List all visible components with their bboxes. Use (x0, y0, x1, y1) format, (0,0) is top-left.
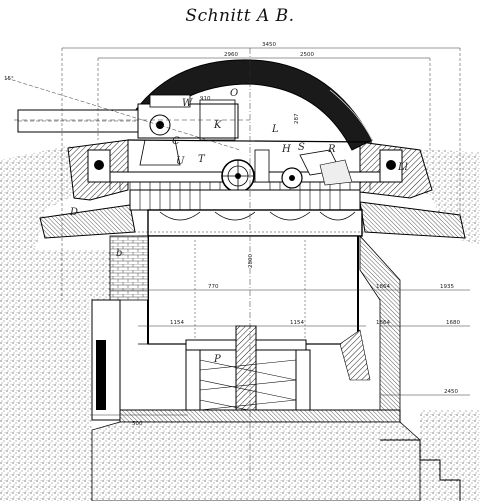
letter-K: K (213, 120, 222, 131)
handwheel (221, 149, 353, 225)
letter-R: R (327, 144, 336, 155)
dim-ring-left: 1154 (170, 320, 184, 326)
dim-top-right: 2500 (300, 52, 314, 58)
dimension-lines (5, 47, 470, 480)
letter-b: b (116, 248, 122, 259)
dim-base-500: 500 (132, 421, 143, 427)
drawing-title: Schnitt A B. (185, 6, 295, 26)
dim-inner-770: 770 (208, 284, 219, 290)
letter-C: C (172, 136, 180, 147)
dim-center-vert: 2800 (248, 254, 254, 268)
foundation (91, 299, 461, 501)
letter-Ll: Ll (397, 162, 408, 173)
dim-right-b: 1680 (446, 320, 460, 326)
letter-L: L (271, 124, 279, 135)
dim-mid-right: 1864 (376, 320, 390, 326)
dim-right-a: 1935 (440, 284, 454, 290)
dim-gun-910: 910 (200, 96, 211, 102)
dim-right-c: 2450 (444, 389, 458, 395)
letter-T: T (198, 154, 206, 165)
dimension-labels: 3450 2960 2500 1154 1154 2800 770 1864 1… (4, 42, 460, 427)
ring-girder (129, 189, 363, 237)
letter-U: U (176, 156, 185, 167)
letter-O: O (230, 88, 238, 99)
dim-gun-287: 287 (294, 113, 300, 124)
letter-P: P (213, 354, 221, 365)
letter-H: H (281, 144, 291, 155)
earth-left (0, 145, 110, 501)
letter-S: S (298, 142, 305, 153)
angle-mark: 15° (4, 76, 14, 82)
letter-D: D (69, 207, 78, 218)
letter-W: W (182, 98, 193, 109)
dim-mid-left: 1864 (376, 284, 390, 290)
dim-top-inner: 2960 (224, 52, 238, 58)
dim-ring-right: 1154 (290, 320, 304, 326)
part-letters: W K C O L H S R T U D Ll b P (69, 88, 408, 365)
gun-barrel (17, 94, 239, 166)
dim-top-overall: 3450 (262, 42, 276, 48)
